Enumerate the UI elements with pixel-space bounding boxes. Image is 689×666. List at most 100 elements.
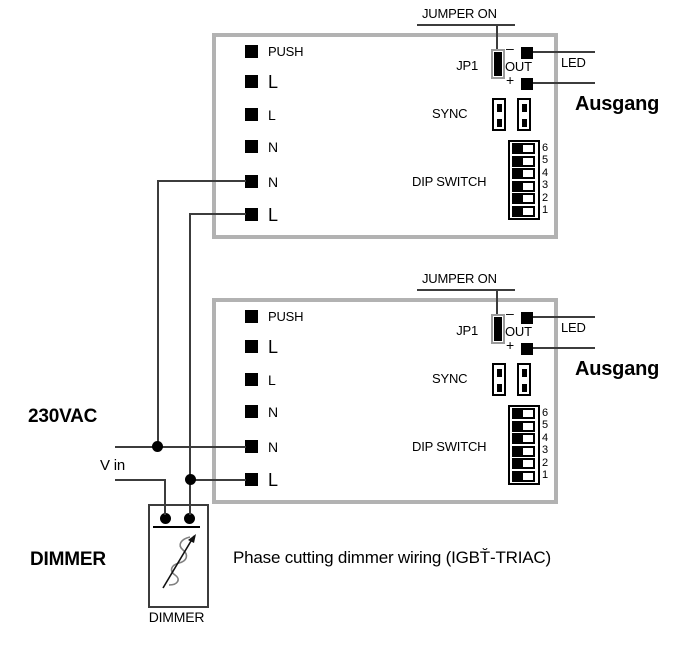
- terminal-row: L: [245, 71, 278, 92]
- jumper-wire: [496, 26, 498, 49]
- plus-terminal-square: [521, 78, 533, 90]
- wire-live-top: [190, 213, 246, 215]
- terminal-square: [245, 340, 258, 353]
- dimmer-internal-line: [153, 526, 200, 528]
- minus-sign: –: [506, 40, 514, 56]
- plus-sign: +: [506, 337, 514, 353]
- mains-voltage-label: 230VAC: [28, 406, 98, 427]
- wire-neutral-top: [158, 180, 246, 182]
- wire-vin-vertical: [164, 479, 166, 515]
- dimmer-terminal-dot: [184, 513, 195, 524]
- sync-connector-icon: [492, 363, 506, 396]
- terminal-row: L: [245, 371, 276, 388]
- terminal-row: L: [245, 469, 278, 490]
- dip-switch-label: DIP SWITCH: [412, 174, 487, 189]
- terminal-square: [245, 310, 258, 323]
- minus-terminal-square: [521, 47, 533, 59]
- jp1-jumper-icon: [491, 49, 505, 79]
- terminal-square: [245, 108, 258, 121]
- dip-number: 3: [542, 444, 548, 456]
- terminal-row: L: [245, 106, 276, 123]
- led-driver-box-1: PUSH L L N N L JP1 – OUT + SYNC: [212, 33, 558, 239]
- terminal-row: L: [245, 338, 278, 356]
- dip-number: 6: [542, 142, 548, 154]
- terminal-label: L: [268, 371, 276, 388]
- dip-number: 4: [542, 167, 548, 179]
- wire-live-bottom: [190, 479, 246, 481]
- wire-mains: [115, 446, 246, 448]
- terminal-label: PUSH: [268, 309, 304, 324]
- terminal-square: [245, 140, 258, 153]
- dip-switch-icon: [512, 433, 535, 444]
- terminal-square: [245, 45, 258, 58]
- dip-number: 2: [542, 192, 548, 204]
- jp1-label: JP1: [456, 58, 478, 73]
- dip-number: 5: [542, 419, 548, 431]
- terminal-row: L: [245, 204, 278, 225]
- dip-switch-icon: [512, 446, 535, 457]
- diagram-caption: Phase cutting dimmer wiring (IGBT̆-TRIAC…: [233, 548, 551, 567]
- dimmer-title: DIMMER: [30, 549, 106, 570]
- led-wire-minus: [533, 316, 595, 318]
- terminal-row: PUSH: [245, 44, 304, 59]
- wire-neutral-vertical: [157, 180, 159, 448]
- dip-number: 5: [542, 154, 548, 166]
- sync-connector-icon: [492, 98, 506, 131]
- jp1-label: JP1: [456, 323, 478, 338]
- dip-number: 4: [542, 432, 548, 444]
- led-wire-minus: [533, 51, 595, 53]
- jumper-on-underline: [417, 289, 515, 291]
- dip-switch-label: DIP SWITCH: [412, 439, 487, 454]
- out-label: OUT: [505, 324, 532, 339]
- terminal-label: L: [268, 469, 278, 490]
- dip-switch-icon: [512, 193, 535, 204]
- sync-label: SYNC: [432, 371, 468, 386]
- led-label: LED: [561, 320, 586, 335]
- plus-terminal-square: [521, 343, 533, 355]
- dip-switch-icon: [512, 156, 535, 167]
- dimmer-potentiometer-icon: [162, 534, 196, 589]
- dip-switch-icon: [512, 408, 535, 419]
- terminal-row: PUSH: [245, 309, 304, 324]
- terminal-row: N: [245, 173, 278, 190]
- led-driver-box-2: PUSH L L N N L JP1 – OUT + SYNC: [212, 298, 558, 504]
- led-wire-plus: [533, 347, 595, 349]
- minus-terminal-square: [521, 312, 533, 324]
- dip-switch-icon: [512, 206, 535, 217]
- terminal-row: N: [245, 440, 278, 454]
- terminal-label: L: [268, 71, 278, 92]
- terminal-label: N: [268, 173, 278, 190]
- dip-switch-icon: [512, 471, 535, 482]
- terminal-label: L: [268, 106, 276, 123]
- sync-connector-icon: [517, 363, 531, 396]
- dip-switch-icon: [512, 458, 535, 469]
- led-wire-plus: [533, 82, 595, 84]
- terminal-square: [245, 405, 258, 418]
- terminal-square: [245, 175, 258, 188]
- dip-number: 1: [542, 469, 548, 481]
- terminal-square: [245, 440, 258, 453]
- jp1-jumper-icon: [491, 314, 505, 344]
- terminal-label: PUSH: [268, 44, 304, 59]
- dip-switch-icon: [512, 181, 535, 192]
- jumper-on-label: JUMPER ON: [422, 271, 497, 286]
- ausgang-label: Ausgang: [575, 358, 660, 380]
- dip-number: 6: [542, 407, 548, 419]
- jumper-on-label: JUMPER ON: [422, 6, 497, 21]
- plus-sign: +: [506, 72, 514, 88]
- terminal-square: [245, 208, 258, 221]
- terminal-square: [245, 75, 258, 88]
- dip-switch-icon: [512, 143, 535, 154]
- sync-label: SYNC: [432, 106, 468, 121]
- dip-switch-icon: [512, 421, 535, 432]
- dimmer-terminal-dot: [160, 513, 171, 524]
- wire-vin: [115, 479, 166, 481]
- dip-number: 1: [542, 204, 548, 216]
- dip-switch-block: [508, 405, 540, 485]
- vin-label: V in: [100, 457, 126, 474]
- terminal-label: L: [268, 204, 278, 225]
- junction-dot: [185, 474, 196, 485]
- wire-live-vertical: [189, 213, 191, 515]
- junction-dot: [152, 441, 163, 452]
